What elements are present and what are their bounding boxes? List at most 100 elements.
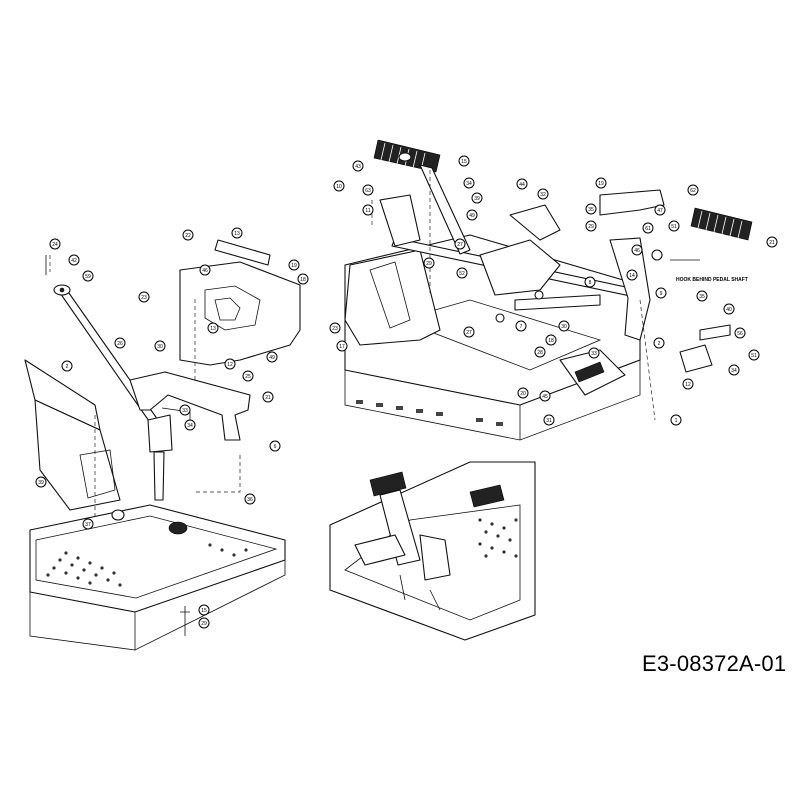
- svg-text:44: 44: [519, 182, 525, 188]
- callout-bubble: 18: [545, 334, 557, 346]
- svg-text:10: 10: [336, 184, 342, 190]
- callout-bubble: 29: [198, 617, 210, 629]
- svg-text:21: 21: [769, 240, 775, 246]
- svg-text:40: 40: [726, 307, 732, 313]
- callout-bubble: 34: [463, 177, 475, 189]
- svg-text:42: 42: [71, 258, 77, 264]
- svg-text:7: 7: [520, 324, 523, 330]
- callout-bubble: 10: [333, 180, 345, 192]
- callout-bubble: 30: [558, 320, 570, 332]
- callout-bubble: 24: [49, 238, 61, 250]
- svg-text:61: 61: [645, 226, 651, 232]
- callout-bubble: 56: [734, 327, 746, 339]
- svg-text:25: 25: [245, 374, 251, 380]
- callout-bubble: 36: [244, 493, 256, 505]
- svg-text:2: 2: [658, 341, 661, 347]
- svg-text:21: 21: [265, 395, 271, 401]
- callout-bubble: 49: [266, 351, 278, 363]
- callout-bubble: 40: [723, 303, 735, 315]
- callout-bubble: 15: [198, 604, 210, 616]
- svg-text:22: 22: [185, 233, 191, 239]
- callout-bubble: 15: [458, 155, 470, 167]
- svg-text:14: 14: [629, 273, 635, 279]
- svg-text:23: 23: [141, 295, 147, 301]
- svg-text:46: 46: [202, 268, 208, 274]
- callout-bubble: 61: [642, 222, 654, 234]
- callout-bubble: 42: [68, 254, 80, 266]
- svg-text:37: 37: [85, 522, 91, 528]
- svg-text:56: 56: [737, 331, 743, 337]
- callout-bubble: 45: [539, 390, 551, 402]
- callout-bubble: 34: [184, 419, 196, 431]
- svg-text:6: 6: [274, 444, 277, 450]
- callout-bubble: 12: [682, 378, 694, 390]
- callout-bubble: 39: [35, 476, 47, 488]
- svg-text:35: 35: [699, 294, 705, 300]
- svg-text:34: 34: [466, 181, 472, 187]
- svg-text:34: 34: [731, 368, 737, 374]
- svg-text:13: 13: [210, 326, 216, 332]
- svg-text:45: 45: [542, 394, 548, 400]
- svg-text:49: 49: [469, 213, 475, 219]
- svg-text:15: 15: [201, 608, 207, 614]
- svg-text:18: 18: [300, 277, 306, 283]
- callout-bubble: 27: [463, 326, 475, 338]
- svg-text:8: 8: [589, 280, 592, 286]
- callout-bubble: 51: [668, 220, 680, 232]
- svg-text:36: 36: [247, 497, 253, 503]
- svg-text:30: 30: [561, 324, 567, 330]
- callout-bubble: 8: [584, 276, 596, 288]
- svg-text:1: 1: [675, 418, 678, 424]
- svg-text:32: 32: [540, 192, 546, 198]
- callout-bubble: 32: [537, 188, 549, 200]
- svg-text:27: 27: [457, 242, 463, 248]
- callout-bubble: 19: [288, 259, 300, 271]
- svg-text:34: 34: [187, 423, 193, 429]
- callout-bubble: 46: [631, 244, 643, 256]
- callout-bubble: 2: [61, 360, 73, 372]
- svg-text:52: 52: [459, 271, 465, 277]
- floor-pan-left: [29, 504, 286, 651]
- callout-bubble: 30: [154, 340, 166, 352]
- callout-bubble: 2: [653, 337, 665, 349]
- svg-text:15: 15: [461, 159, 467, 165]
- svg-text:33: 33: [182, 408, 188, 414]
- callout-bubble: 13: [207, 322, 219, 334]
- callout-bubble: 47: [654, 204, 666, 216]
- callout-bubble: 31: [543, 414, 555, 426]
- svg-text:39: 39: [38, 480, 44, 486]
- callout-bubble: 12: [224, 358, 236, 370]
- svg-text:51: 51: [671, 224, 677, 230]
- svg-text:43: 43: [355, 164, 361, 170]
- callout-bubble: 35: [696, 290, 708, 302]
- svg-text:59: 59: [85, 274, 91, 280]
- callout-bubble: 23: [138, 291, 150, 303]
- callout-bubble: 13: [231, 227, 243, 239]
- svg-text:18: 18: [548, 338, 554, 344]
- svg-text:51: 51: [751, 353, 757, 359]
- svg-text:11: 11: [365, 208, 370, 214]
- svg-text:12: 12: [685, 382, 691, 388]
- callout-bubble: 33: [588, 347, 600, 359]
- callout-bubble: 59: [82, 270, 94, 282]
- svg-text:23: 23: [332, 326, 338, 332]
- svg-text:27: 27: [466, 330, 472, 336]
- callout-bubble: 39: [471, 192, 483, 204]
- svg-text:63: 63: [365, 188, 371, 194]
- callout-bubble: 9: [655, 287, 667, 299]
- callout-bubble: 49: [466, 209, 478, 221]
- callout-bubble: 44: [516, 178, 528, 190]
- callout-bubble: 23: [329, 322, 341, 334]
- steering-assembly: [24, 239, 301, 651]
- svg-text:9: 9: [660, 291, 663, 297]
- callout-bubble: 27: [454, 238, 466, 250]
- svg-text:29: 29: [588, 224, 594, 230]
- callout-bubble: 62: [687, 184, 699, 196]
- svg-text:17: 17: [339, 344, 345, 350]
- callout-bubble: 33: [179, 404, 191, 416]
- svg-text:28: 28: [537, 350, 543, 356]
- callout-bubble: 7: [515, 320, 527, 332]
- callout-bubble: 29: [423, 257, 435, 269]
- callout-bubble: 52: [456, 267, 468, 279]
